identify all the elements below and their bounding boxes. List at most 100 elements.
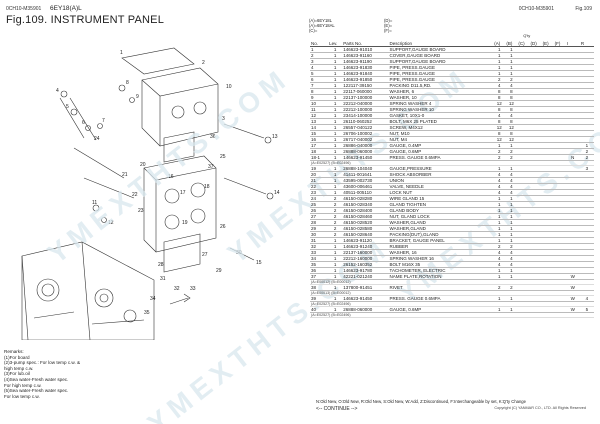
row-qty-f [553, 237, 566, 244]
callout-3: 3 [222, 116, 225, 122]
row-qty-f [553, 189, 566, 196]
row-r [579, 58, 594, 65]
row-r: 2 [579, 154, 594, 161]
row-no: 17 [310, 142, 329, 149]
row-no: 14 [310, 124, 329, 131]
remark-line: (3)For lub.oil [4, 371, 30, 377]
row-parts-no: 122117-39150 [342, 82, 389, 89]
row-qty-a: 1 [493, 70, 506, 77]
row-r: 1 [579, 142, 594, 149]
row-r [579, 267, 594, 274]
row-qty-c [517, 112, 530, 119]
row-qty-e [541, 165, 554, 172]
row-lev: 1 [328, 136, 343, 143]
legend-b: (A)=6EY18AL [309, 22, 335, 28]
callout-32: 32 [174, 286, 180, 292]
row-description: BOLT, M6X 25 PLATED [388, 118, 494, 125]
row-qty-e [541, 306, 554, 313]
row-qty-b: 8 [505, 118, 518, 125]
row-qty-a: 1 [493, 165, 506, 172]
row-r [579, 52, 594, 59]
row-r [579, 124, 594, 131]
row-r [579, 76, 594, 83]
row-qty-f [553, 94, 566, 101]
row-qty-f [553, 183, 566, 190]
row-qty-d [529, 112, 542, 119]
exploded-parts-drawing: 1 2 3 4 5 6 7 8 9 10 11 12 13 14 15 16 1… [4, 28, 308, 341]
row-parts-no: 43600-006461 [342, 183, 389, 190]
row-qty-d [529, 142, 542, 149]
remarks-title: Remarks: [4, 349, 24, 354]
row-i [565, 171, 580, 178]
row-qty-e [541, 106, 554, 113]
row-description: WASHER,GLAND [388, 225, 494, 232]
callout-8: 8 [126, 80, 129, 86]
row-parts-no: 137800-91451 [342, 284, 389, 291]
row-description: SPRING WASHER 4 [388, 100, 494, 107]
row-no: 10 [310, 100, 329, 107]
row-qty-a: 8 [493, 118, 506, 125]
row-description: PRESS. GAUGE 0.6MPA [388, 154, 494, 161]
row-r [579, 201, 594, 208]
callout-11: 11 [92, 200, 97, 206]
row-qty-d [529, 154, 542, 161]
qty-label: Q'ty [523, 32, 531, 38]
row-qty-f [553, 177, 566, 184]
row-qty-a: 2 [493, 76, 506, 83]
row-qty-a: 1 [493, 46, 506, 53]
row-r [579, 100, 594, 107]
row-i: W [565, 295, 580, 302]
row-qty-a: 1 [493, 231, 506, 238]
continue-link[interactable]: <-- CONTINUE --> [316, 406, 358, 412]
row-lev: 1 [328, 189, 343, 196]
row-qty-a: 4 [493, 255, 506, 262]
row-qty-f [553, 70, 566, 77]
row-qty-a: 4 [493, 82, 506, 89]
row-i: W [565, 306, 580, 313]
row-i [565, 118, 580, 125]
row-qty-f [553, 76, 566, 83]
row-lev: 1 [328, 306, 343, 313]
row-qty-d [529, 231, 542, 238]
row-qty-d [529, 130, 542, 137]
row-no: 19 [310, 165, 329, 172]
row-lev: 1 [328, 46, 343, 53]
row-qty-f [553, 213, 566, 220]
row-qty-a: 8 [493, 106, 506, 113]
callout-6: 6 [82, 120, 85, 126]
row-description: GASKET, 10X1-0 [388, 112, 494, 119]
row-lev: 1 [328, 243, 343, 250]
row-description: GLAND TIGHTEN [388, 201, 494, 208]
row-qty-d [529, 213, 542, 220]
table-header-row: No. Lev. Parts No. Description (A) (B) (… [310, 38, 594, 47]
row-qty-b: 4 [505, 171, 518, 178]
row-qty-c [517, 148, 530, 155]
row-r [579, 195, 594, 202]
row-qty-f [553, 201, 566, 208]
row-lev: 1 [328, 154, 343, 161]
row-qty-d [529, 273, 542, 280]
callout-17: 17 [180, 190, 186, 196]
row-qty-b: 2 [505, 284, 518, 291]
row-qty-c [517, 136, 530, 143]
row-r [579, 284, 594, 291]
row-qty-e [541, 112, 554, 119]
row-qty-d [529, 219, 542, 226]
row-i [565, 82, 580, 89]
row-qty-a: 1 [493, 273, 506, 280]
callout-9: 9 [136, 94, 139, 100]
qty-header-row: Q'ty [310, 33, 594, 47]
row-no: 22 [310, 183, 329, 190]
row-qty-d [529, 243, 542, 250]
row-description: NAME PLATE,ROTATION [388, 273, 494, 280]
row-no: 25 [310, 201, 329, 208]
row-r [579, 273, 594, 280]
row-r [579, 225, 594, 232]
